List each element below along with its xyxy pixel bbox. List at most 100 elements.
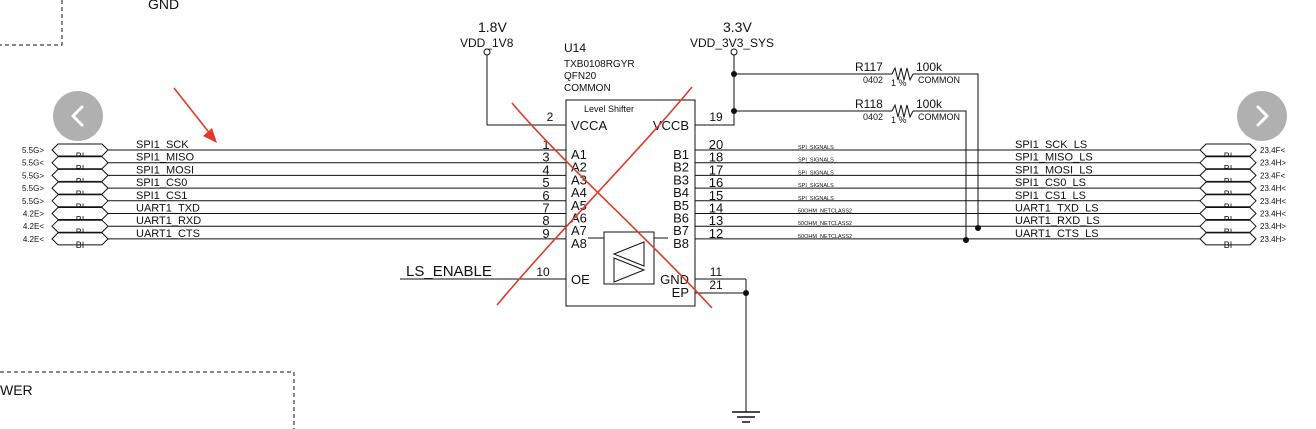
ic-ref: U14 [564, 41, 586, 55]
right-net-label: SPI1_MOSI_LS [1015, 164, 1093, 176]
right-port-shape [1199, 219, 1257, 233]
right-net-label: SPI1_SCK_LS [1015, 139, 1087, 151]
frame-bottom-label: WER [0, 382, 33, 398]
left-net-label: SPI1_MOSI [136, 164, 194, 176]
oe-net-label: LS_ENABLE [406, 263, 492, 280]
left-offpage-ref: 5.5G> [22, 197, 44, 206]
ic-ep-label: EP [672, 285, 689, 300]
right-port-shape [1199, 168, 1257, 182]
right-netclass-label: SPI_SIGNALS [798, 145, 834, 151]
right-netclass-label: SPI_SIGNALS [798, 158, 834, 164]
left-port-label: BI [76, 227, 85, 237]
right-pin-number: 12 [709, 226, 723, 241]
right-pin-number: 17 [709, 162, 723, 177]
ic-vcca-pin: 2 [547, 110, 554, 124]
right-port-shape [1199, 207, 1257, 220]
right-port-shape [1199, 181, 1257, 195]
left-pin-number: 3 [542, 150, 549, 165]
right-netclass-label: 50OHM_NETCLASS2 [798, 234, 852, 240]
chevron-right-icon [1256, 105, 1269, 127]
right-pin-number: 13 [709, 213, 723, 228]
left-pin-number: 7 [542, 201, 549, 216]
right-net-label: UART1_CTS_LS [1015, 228, 1099, 240]
left-port-label: BI [76, 240, 85, 250]
left-pin-number: 6 [542, 188, 549, 203]
right-offpage-ref: 23.4F< [1260, 146, 1285, 155]
r117-value: 100k [916, 60, 943, 74]
ic-ep-pin: 21 [709, 278, 723, 292]
ground-symbol [695, 278, 760, 423]
power-left-net: VDD_1V8 [460, 36, 514, 50]
r118-value: 100k [916, 97, 943, 111]
right-pin-name: B6 [673, 211, 689, 226]
left-offpage-ref: 5.5G> [22, 146, 44, 155]
resistor-r118: R118 100k 0402 1 % COMMON [734, 97, 969, 243]
left-pin-name: A8 [571, 236, 587, 251]
power-left-voltage: 1.8V [478, 19, 507, 35]
ic-gnd-pin: 11 [710, 265, 723, 279]
buffer-symbol-icon [588, 231, 668, 285]
prev-button[interactable] [53, 91, 103, 141]
power-right-voltage: 3.3V [723, 19, 752, 35]
ic-vccb-pin: 19 [709, 110, 723, 124]
power-right-net: VDD_3V3_SYS [690, 36, 774, 50]
ic-group: COMMON [564, 83, 611, 94]
right-port-label: BI [1224, 240, 1233, 250]
right-port-label: BI [1224, 227, 1233, 237]
right-netclass-label: SPI_SIGNALS [798, 183, 834, 189]
right-pin-number: 20 [709, 137, 723, 152]
power-vdd-3v3: 3.3V VDD_3V3_SYS [690, 19, 774, 126]
left-pin-number: 5 [542, 175, 549, 190]
red-arrow-annotation [173, 87, 217, 143]
right-pin-name: B5 [673, 198, 689, 213]
right-offpage-ref: 23.4H< [1260, 184, 1286, 193]
right-port-shape [1199, 143, 1257, 157]
right-pin-name: B3 [673, 172, 689, 187]
right-port-shape [1199, 194, 1257, 208]
left-offpage-ref: 5.5G> [22, 184, 44, 193]
right-port-label: BI [1224, 189, 1233, 199]
left-pin-number: 8 [542, 213, 549, 228]
left-port-label: BI [76, 164, 85, 174]
ic-oe-label: OE [571, 272, 590, 287]
right-netclass-label: SPI_SIGNALS [798, 170, 834, 176]
right-offpage-ref: 23.4H> [1260, 159, 1286, 168]
left-offpage-ref: 4.2E< [23, 222, 44, 231]
left-port-label: BI [76, 202, 85, 212]
right-port-shape [1199, 232, 1257, 246]
ic-package: QFN20 [564, 71, 597, 82]
left-port-label: BI [76, 215, 85, 225]
left-net-label: UART1_CTS [136, 228, 200, 240]
right-pin-number: 14 [709, 201, 723, 216]
left-port-label: BI [76, 176, 85, 186]
right-net-label: UART1_TXD_LS [1015, 203, 1099, 215]
right-offpage-ref: 23.4H> [1260, 222, 1286, 231]
right-pin-name: B4 [673, 185, 689, 200]
left-pin-name: A1 [571, 147, 587, 162]
frame-top-label: GND [148, 0, 179, 12]
right-offpage-ref: 23.4F< [1260, 171, 1285, 180]
right-port-label: BI [1224, 164, 1233, 174]
next-button[interactable] [1237, 91, 1287, 141]
resistor-r117: R117 100k 0402 1 % COMMON [734, 60, 981, 231]
right-offpage-ref: 23.4H< [1260, 197, 1286, 206]
left-pin-number: 1 [542, 137, 549, 152]
r118-package: 0402 [863, 112, 883, 122]
r117-tolerance: 1 % [891, 78, 907, 88]
right-pin-name: B2 [673, 160, 689, 175]
left-pin-name: A3 [571, 172, 587, 187]
r117-group: COMMON [918, 75, 960, 85]
left-net-label: UART1_TXD [136, 203, 200, 215]
